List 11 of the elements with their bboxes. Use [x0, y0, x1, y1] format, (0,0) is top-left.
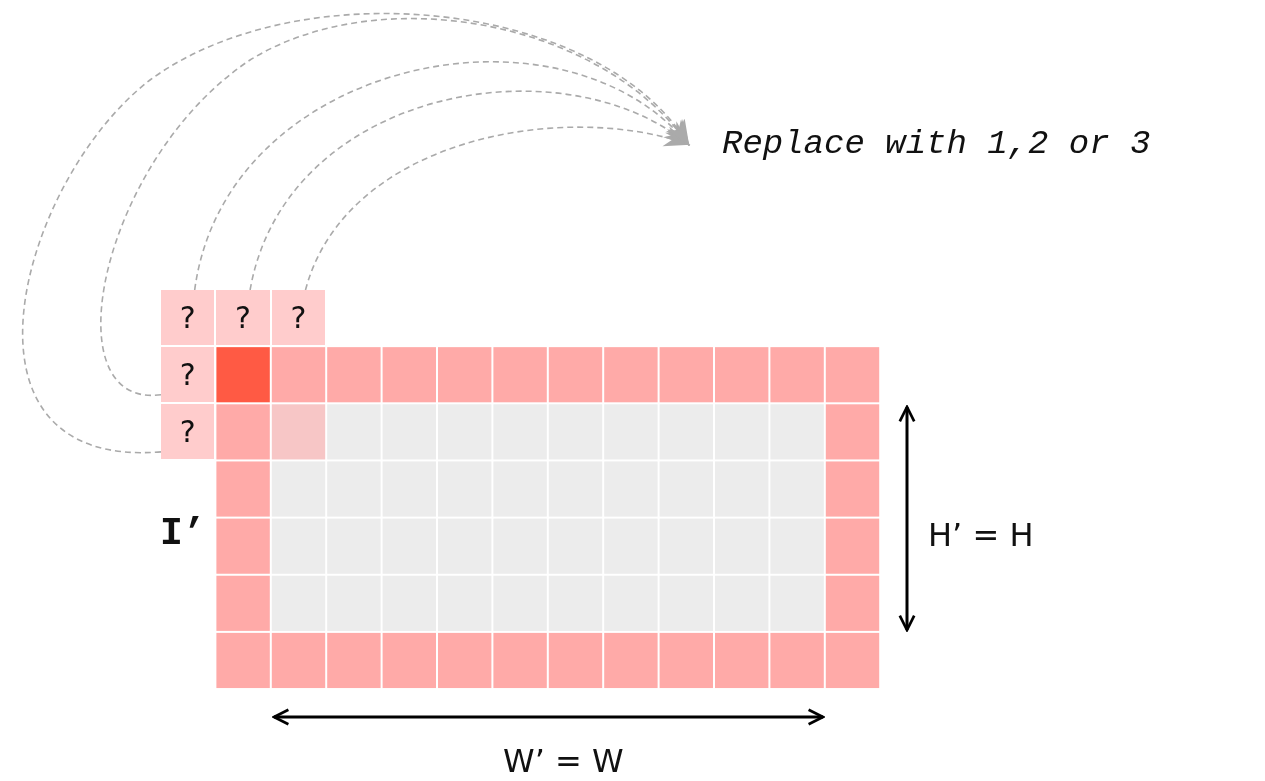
grid-cell: ?: [271, 290, 326, 346]
curved-arrow: [304, 126, 691, 291]
grid-cell: ?: [216, 290, 270, 346]
image-label: I’: [160, 512, 206, 555]
dimension-label: W’ = W: [503, 742, 624, 780]
dimension-label: H’ = H: [928, 516, 1034, 554]
grid-cell: ?: [161, 290, 215, 346]
grid-cell: ?: [161, 347, 215, 403]
grid-cell: ?: [161, 404, 215, 460]
note-text: Replace with 1,2 or 3: [722, 125, 1151, 163]
curved-arrow: [22, 12, 690, 453]
